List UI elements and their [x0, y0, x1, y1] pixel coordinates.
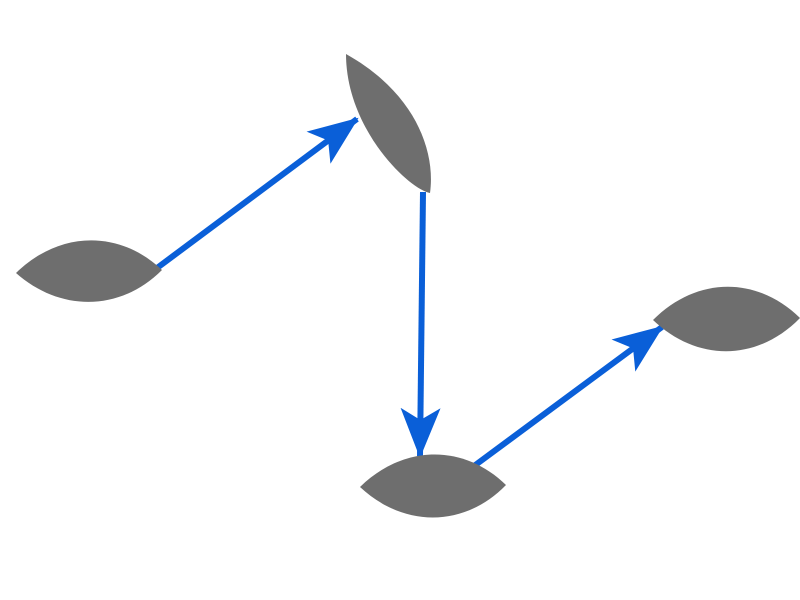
diagram-edge-n2-n3 — [400, 191, 441, 458]
diagram-node-n1 — [16, 240, 162, 302]
diagram-node-n3 — [360, 454, 506, 518]
diagram-node-n4 — [653, 286, 800, 352]
diagram-edge-n3-n4 — [472, 324, 664, 469]
nodes-layer — [16, 54, 800, 518]
diagram-node-n2 — [346, 54, 431, 193]
diagram-edge-n1-n2 — [155, 116, 359, 271]
edges-layer — [155, 116, 664, 469]
